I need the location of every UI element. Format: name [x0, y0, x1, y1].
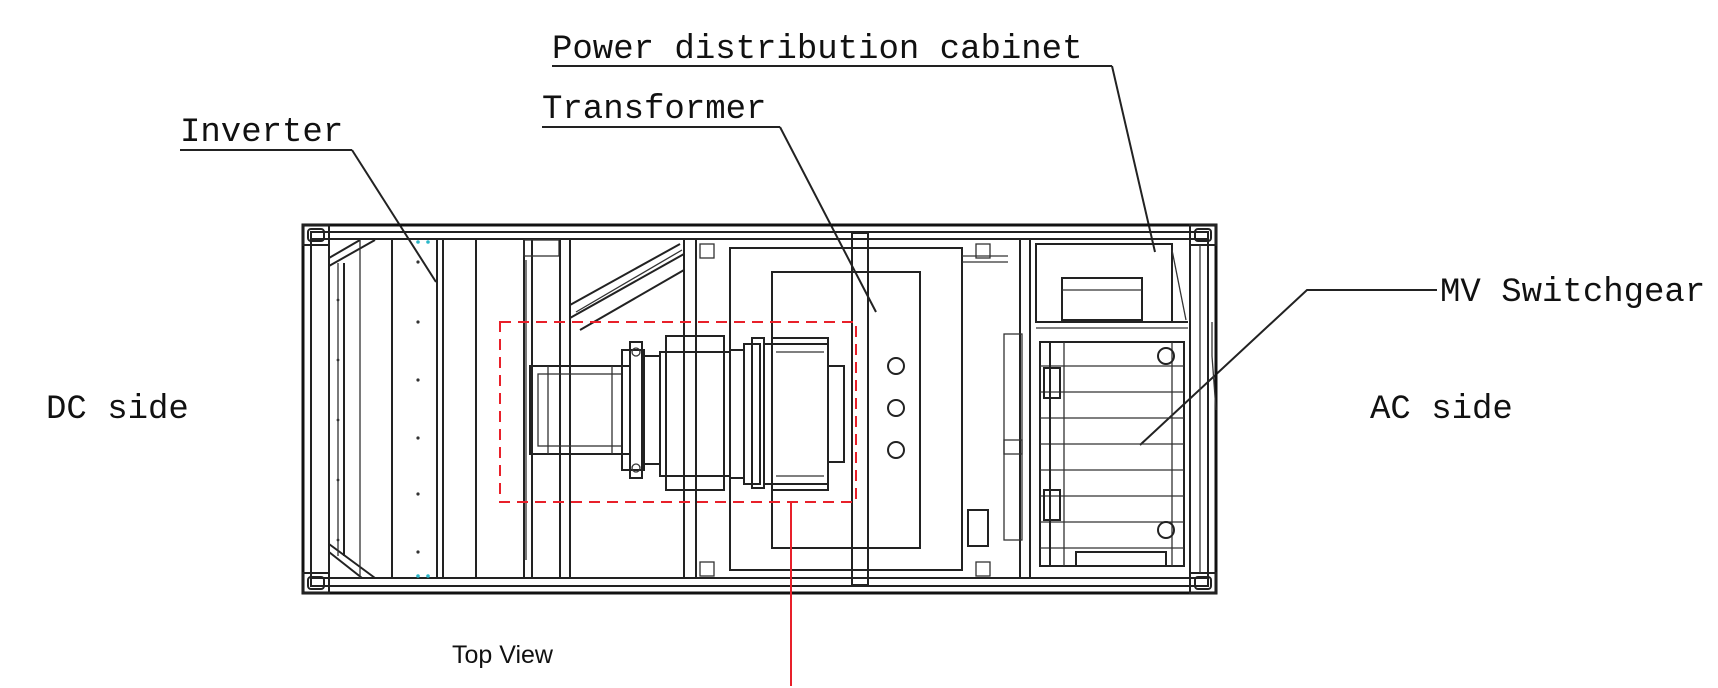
label-ac-side: AC side [1370, 391, 1513, 429]
label-mv-switchgear: MV Switchgear [1440, 274, 1705, 312]
transformer-unit [699, 243, 1008, 577]
mv-switchgear-unit [967, 322, 1217, 567]
cable-duct [569, 243, 685, 331]
label-power-distribution-cabinet: Power distribution cabinet [552, 31, 1083, 69]
leader-transformer [779, 126, 877, 313]
label-dc-side: DC side [46, 391, 189, 429]
label-inverter: Inverter [180, 114, 343, 152]
leader-mv-switchgear [1139, 289, 1437, 446]
power-distribution-cabinet [1035, 243, 1188, 329]
leader-power-distribution-cabinet [1111, 65, 1156, 253]
inverter-unit [328, 239, 560, 579]
leader-lines [351, 65, 1437, 446]
caption-top-view: Top View [452, 641, 554, 669]
highlight-box [499, 321, 857, 686]
structural-posts [559, 232, 1031, 586]
label-transformer: Transformer [542, 91, 766, 129]
leader-inverter [351, 149, 437, 283]
connection-assembly [529, 335, 845, 491]
